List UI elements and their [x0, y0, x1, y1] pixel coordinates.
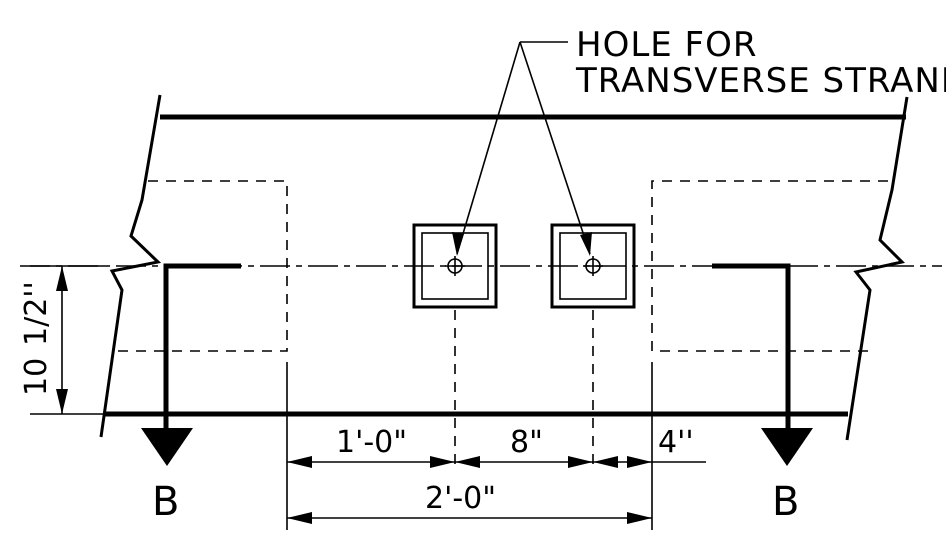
leader-arrowhead-left	[452, 232, 464, 256]
dim-label-8in: 8"	[510, 425, 543, 460]
callout-label-line1: HOLE FOR	[576, 25, 758, 65]
slab-outline	[99, 94, 909, 441]
leader-arrowhead-right	[580, 232, 592, 256]
depth-label-whole: 10	[19, 358, 54, 396]
dim-label-4in: 4''	[658, 425, 694, 460]
dim-label-overall: 2'-0"	[425, 481, 496, 516]
dimension-line-upper	[287, 456, 706, 468]
dimension-line-depth	[30, 265, 104, 415]
slab-left-break-edge	[99, 94, 162, 438]
section-arrow-left	[141, 428, 193, 466]
callout-leaders	[452, 41, 592, 256]
section-arrow-right	[761, 428, 813, 466]
right-blockout-hidden-line	[651, 180, 888, 352]
depth-label-fraction: 1/2''	[19, 281, 54, 346]
callout-label-line2: TRANSVERSE STRAND	[575, 61, 946, 101]
section-cut-left	[141, 263, 241, 466]
dim-label-1ft: 1'-0"	[336, 425, 407, 460]
dimension-line-overall	[287, 512, 652, 524]
dimension-extensions	[286, 310, 653, 530]
section-label-right: B	[772, 479, 799, 525]
section-label-left: B	[152, 479, 179, 525]
section-cut-right	[712, 263, 813, 466]
depth-label: 10 1/2''	[19, 281, 54, 396]
hole-recess-right	[550, 223, 636, 309]
slab-right-break-edge	[845, 96, 909, 441]
